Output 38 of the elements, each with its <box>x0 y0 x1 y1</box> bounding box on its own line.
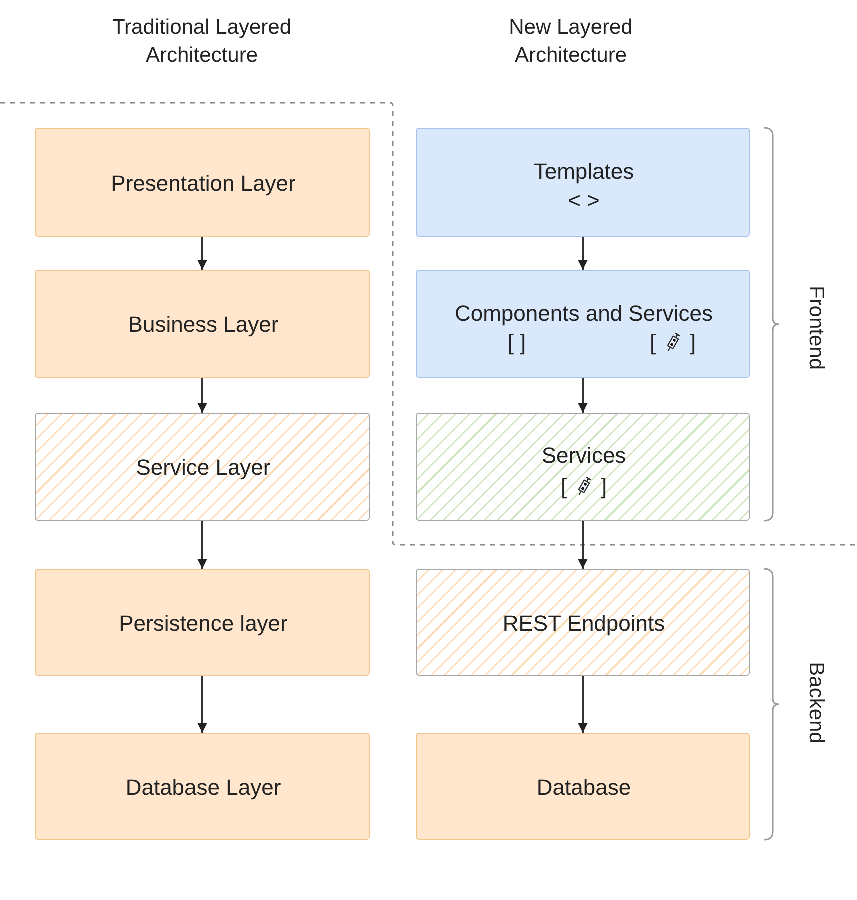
layer-box <box>416 733 750 840</box>
box-label: Templates <box>534 159 634 185</box>
bracket-text: ] <box>600 474 608 500</box>
arrow <box>578 521 588 569</box>
layer-box <box>416 270 750 378</box>
box-label: Service Layer <box>136 455 271 481</box>
arrow <box>578 676 588 733</box>
box-label: Presentation Layer <box>111 170 296 196</box>
box-label: Components and Services <box>454 301 714 327</box>
bracket-text: [ ] <box>508 330 526 356</box>
bracket-text: ] <box>690 330 696 356</box>
bracket-text: [ <box>650 330 656 356</box>
bracket-text: [ <box>560 474 568 500</box>
layer-box <box>35 413 370 521</box>
layer-box <box>35 569 370 676</box>
layer-box <box>416 128 750 237</box>
arrow <box>198 237 208 270</box>
angle-brackets-text: < > <box>568 188 600 214</box>
layer-box <box>416 413 750 521</box>
column-heading: New Layered Architecture <box>508 15 634 69</box>
bracket-label: Backend <box>804 662 828 744</box>
arrow <box>198 521 208 569</box>
box-label: Database Layer <box>126 774 282 800</box>
arrow <box>578 237 588 270</box>
arrow <box>198 378 208 413</box>
arrow <box>198 676 208 733</box>
layer-box <box>416 569 750 676</box>
box-label: REST Endpoints <box>502 610 666 636</box>
layer-box <box>35 733 370 840</box>
layer-box <box>35 128 370 237</box>
box-label: Persistence layer <box>119 610 288 636</box>
box-label: Services <box>542 443 626 469</box>
arrow <box>578 378 588 413</box>
column-heading: Traditional Layered Architecture <box>112 15 292 69</box>
bracket-label: Frontend <box>804 286 828 370</box>
box-label: Business Layer <box>128 312 279 338</box>
box-label: Database <box>536 774 632 800</box>
layer-box <box>35 270 370 378</box>
